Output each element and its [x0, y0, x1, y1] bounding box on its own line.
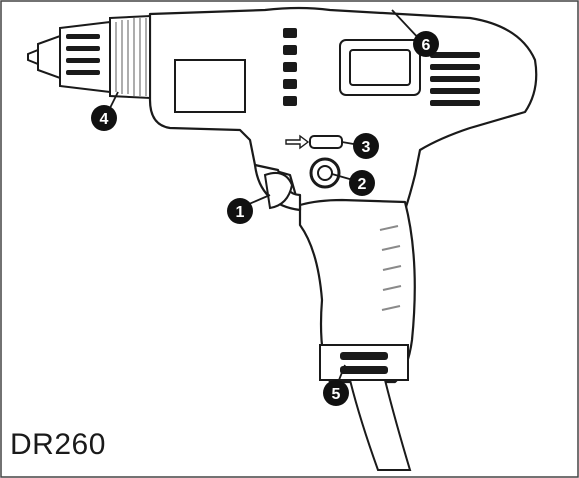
model-label: DR260 — [10, 428, 106, 461]
svg-text:4: 4 — [100, 111, 109, 128]
callout-2: 2 — [349, 170, 375, 196]
svg-text:6: 6 — [422, 37, 431, 54]
cord-clamp — [319, 344, 409, 381]
callout-6: 6 — [413, 31, 439, 57]
motor-vent-slots — [430, 52, 480, 106]
direction-arrow-icon — [285, 134, 310, 150]
callout-1: 1 — [227, 198, 253, 224]
drill-housing — [148, 6, 538, 384]
power-cord — [348, 379, 412, 471]
reverse-switch — [309, 135, 343, 149]
svg-text:5: 5 — [332, 386, 341, 403]
grip-ridges — [379, 225, 402, 311]
svg-text:3: 3 — [362, 139, 371, 156]
callout-4: 4 — [91, 105, 117, 131]
gear-collar — [174, 59, 246, 113]
motor-vents — [339, 39, 421, 96]
svg-text:2: 2 — [358, 176, 367, 193]
vent-slots — [283, 28, 297, 106]
trigger — [263, 172, 294, 210]
callout-5: 5 — [323, 380, 349, 406]
chuck — [27, 14, 151, 100]
callout-3: 3 — [353, 133, 379, 159]
svg-text:1: 1 — [236, 204, 245, 221]
